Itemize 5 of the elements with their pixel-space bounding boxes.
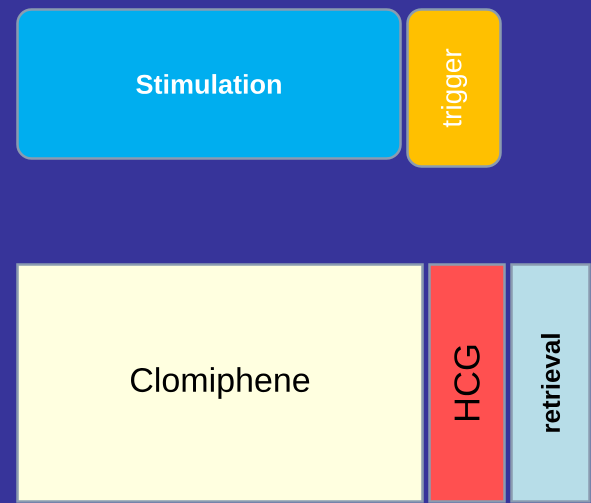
- process-box: Stimulation: [16, 8, 402, 160]
- process-box: Clomiphene: [16, 263, 424, 503]
- process-box: retrieval: [510, 263, 591, 503]
- process-box: HCG: [428, 263, 506, 503]
- process-box: trigger: [406, 8, 502, 168]
